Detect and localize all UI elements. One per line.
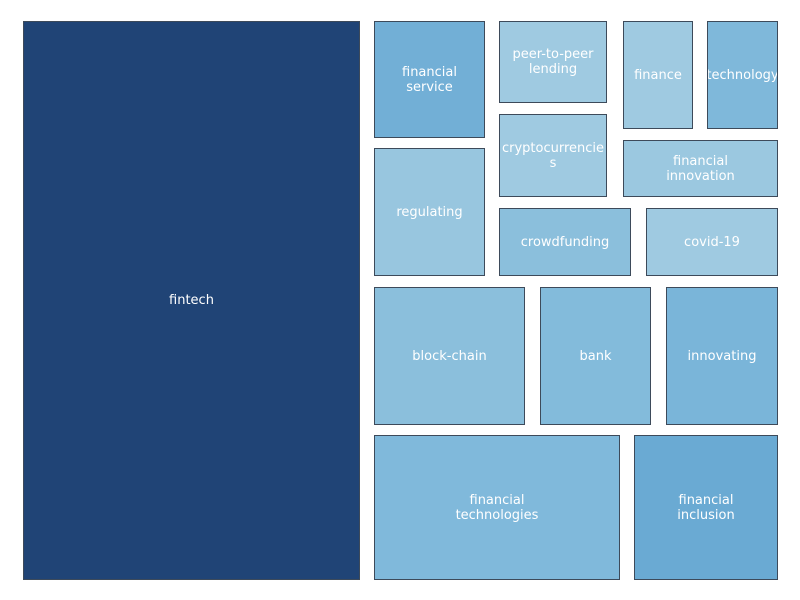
treemap-tile-innovating: innovating — [666, 287, 778, 425]
treemap-tile-finance: finance — [623, 21, 693, 129]
treemap-tile-covid-19: covid-19 — [646, 208, 778, 276]
treemap-tile-peer-to-peer-lending: peer-to-peer lending — [499, 21, 607, 103]
treemap-tile-label: bank — [579, 348, 612, 364]
treemap-tile-block-chain: block-chain — [374, 287, 525, 425]
treemap-tile-label: block-chain — [412, 348, 487, 364]
treemap-tile-label: innovating — [687, 348, 757, 364]
treemap-tile-label: financial innovation — [666, 153, 735, 184]
treemap-tile-label: peer-to-peer lending — [512, 47, 594, 77]
treemap-tile-label: regulating — [396, 204, 463, 220]
treemap-tile-bank: bank — [540, 287, 651, 425]
treemap-tile-financial-technologies: financial technologies — [374, 435, 620, 580]
treemap-tile-fintech: fintech — [23, 21, 360, 580]
treemap-tile-label: financial technologies — [455, 492, 539, 523]
treemap-tile-financial-service: financial service — [374, 21, 485, 138]
treemap-tile-label: crowdfunding — [520, 234, 610, 250]
treemap-tile-label: finance — [634, 67, 682, 83]
treemap-tile-label: fintech — [169, 293, 214, 308]
treemap-tile-crowdfunding: crowdfunding — [499, 208, 631, 276]
treemap-tile-label: technology — [707, 67, 778, 83]
treemap-tile-label: financial inclusion — [677, 492, 735, 523]
treemap-tile-label: covid-19 — [684, 234, 740, 250]
treemap-tile-financial-inclusion: financial inclusion — [634, 435, 778, 580]
treemap-tile-cryptocurrencies: cryptocurrencie s — [499, 114, 607, 197]
treemap-tile-regulating: regulating — [374, 148, 485, 276]
treemap-tile-label: cryptocurrencie s — [501, 140, 605, 171]
treemap-tile-financial-innovation: financial innovation — [623, 140, 778, 197]
treemap-tile-technology: technology — [707, 21, 778, 129]
treemap-tile-label: financial service — [402, 64, 457, 95]
